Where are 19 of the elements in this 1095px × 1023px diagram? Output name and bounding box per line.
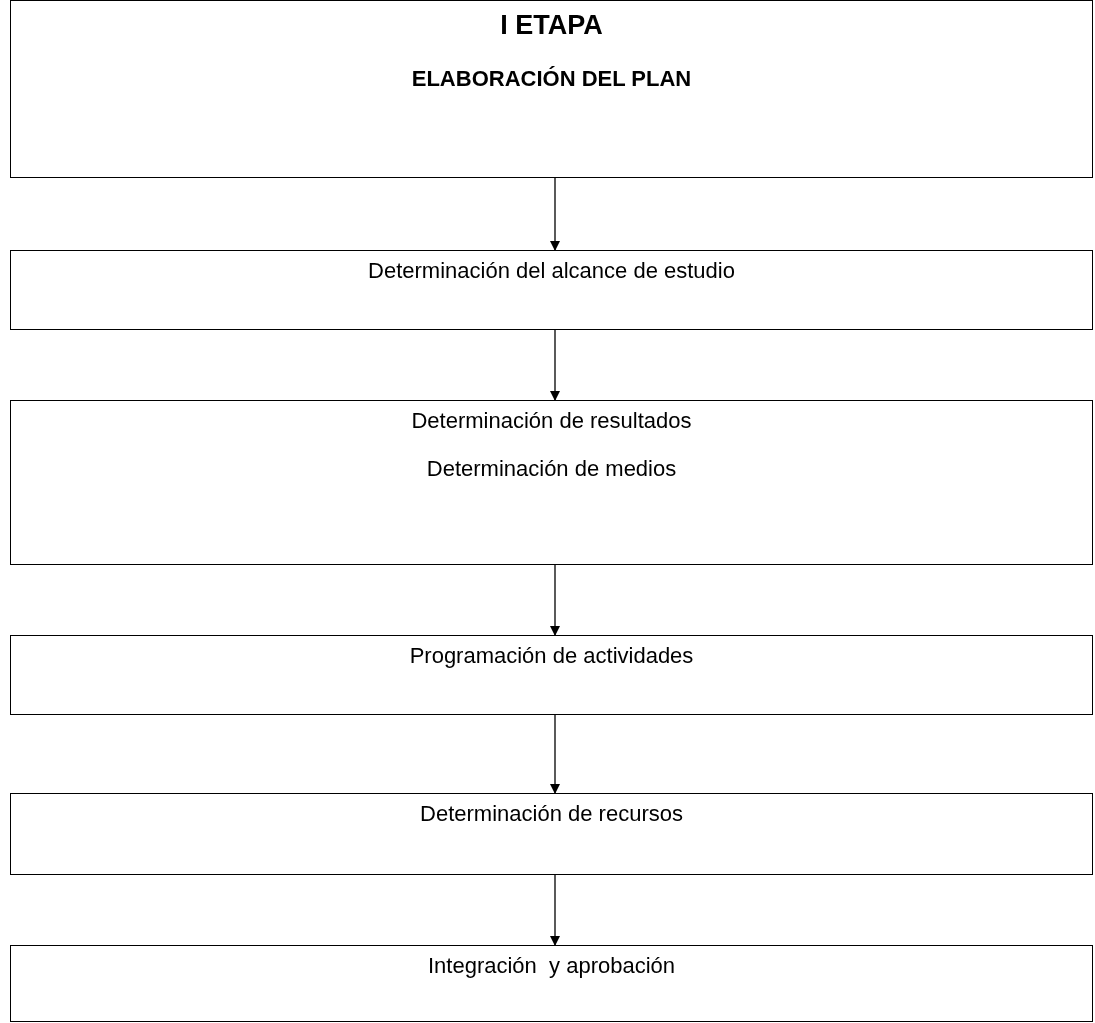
arrow [550, 564, 560, 636]
stage-heading: I ETAPA [500, 9, 603, 42]
step-text: Integración y aprobación [427, 952, 676, 980]
process-box [10, 400, 1093, 565]
process-box [10, 250, 1093, 330]
step-text: Determinación de medios [426, 454, 677, 482]
stage-heading: ELABORACIÓN DEL PLAN [411, 64, 692, 93]
step-text: Determinación del alcance de estudio [368, 257, 735, 285]
process-box [10, 793, 1093, 875]
step-text: Determinación de resultados [411, 407, 692, 435]
arrow [550, 329, 560, 401]
process-box [10, 945, 1093, 1022]
arrow [550, 714, 560, 794]
arrow [550, 874, 560, 946]
step-text: Programación de actividades [409, 642, 694, 670]
step-text: Determinación de recursos [420, 800, 683, 828]
process-box [10, 635, 1093, 715]
arrow [550, 177, 560, 251]
process-box [10, 0, 1093, 178]
